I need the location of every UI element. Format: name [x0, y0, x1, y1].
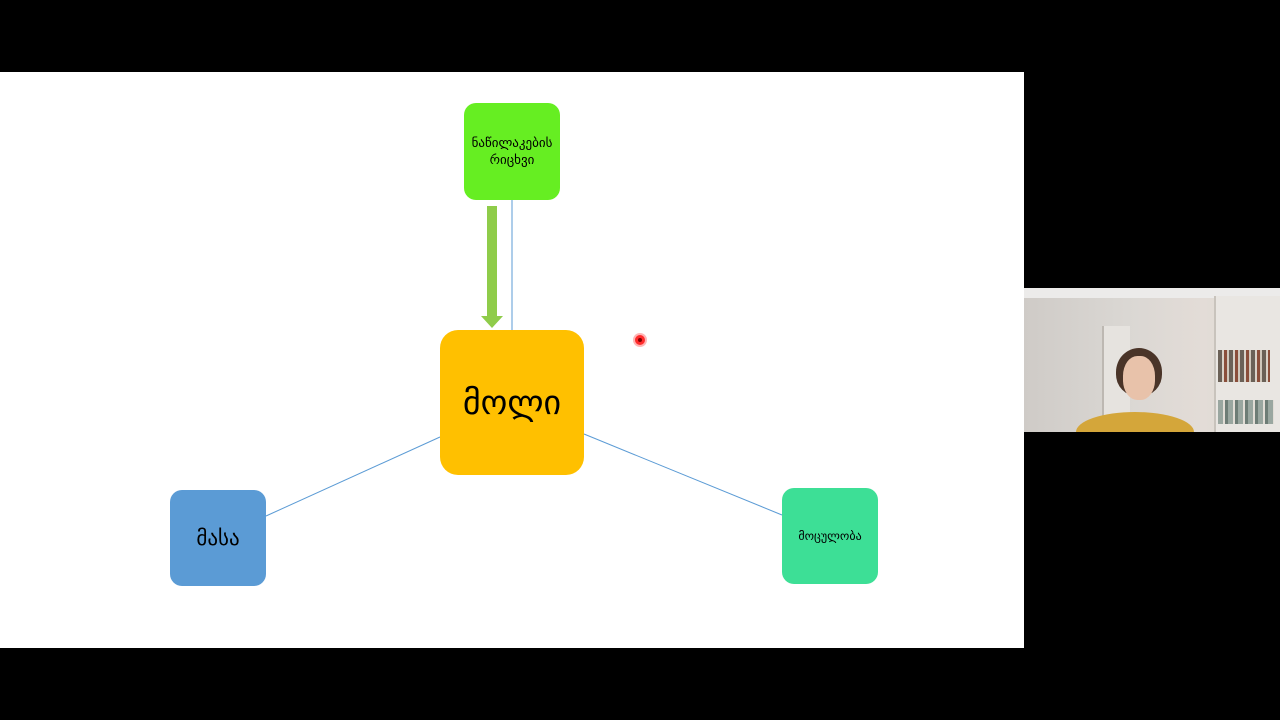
- webcam-shelf-lower: [1218, 400, 1274, 424]
- webcam-person-face: [1123, 356, 1155, 400]
- mole-node: მოლი: [440, 330, 584, 475]
- connector-center-right: [583, 433, 783, 516]
- webcam-person-shirt: [1076, 412, 1194, 432]
- webcam-ceiling: [1024, 288, 1280, 298]
- down-arrow-icon: [481, 206, 503, 328]
- connector-lines: [265, 200, 783, 517]
- mass-node: მასა: [170, 490, 266, 586]
- webcam-shelf-books: [1218, 350, 1270, 382]
- connector-center-left: [265, 436, 441, 517]
- presenter-webcam-feed: [1024, 288, 1280, 432]
- particle-count-node: ნაწილაკების რიცხვი: [464, 103, 560, 200]
- laser-pointer-icon: [635, 335, 645, 345]
- volume-node: მოცულობა: [782, 488, 878, 584]
- presentation-slide: ნაწილაკების რიცხვი მოლი მასა მოცულობა: [0, 72, 1024, 648]
